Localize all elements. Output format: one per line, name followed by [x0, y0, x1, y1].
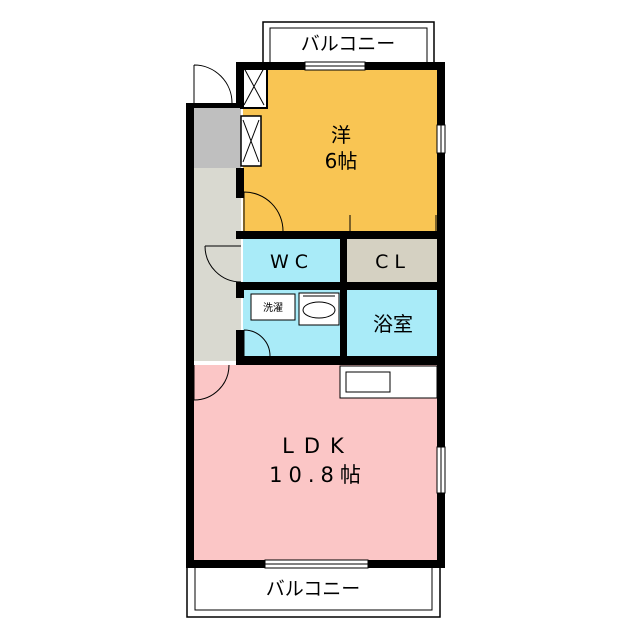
laundry-label: 洗濯 — [263, 302, 283, 314]
closet-label: CL — [375, 251, 411, 273]
balcony-bottom: バルコニー — [186, 565, 441, 618]
windows — [264, 61, 446, 569]
hallway — [193, 168, 241, 361]
wash-basin — [298, 292, 340, 326]
wc-room — [243, 237, 343, 282]
bathroom-room — [343, 290, 439, 360]
western-room-name: 洋 — [331, 123, 351, 147]
kitchen-counter — [339, 365, 438, 399]
balcony-bottom-label: バルコニー — [266, 578, 361, 600]
balcony-top: バルコニー — [262, 21, 435, 69]
entrance — [193, 108, 241, 168]
washing-machine: 洗濯 — [250, 293, 296, 321]
wc-label: WC — [270, 251, 314, 273]
balcony-top-label: バルコニー — [301, 33, 396, 55]
ldk-label: LDK — [282, 434, 354, 458]
closet-room — [343, 237, 439, 282]
bathroom-label: 浴室 — [373, 312, 413, 336]
western-room-size: 6帖 — [325, 149, 358, 173]
door-swings — [193, 64, 437, 401]
ldk-size: 10.8帖 — [269, 463, 367, 487]
